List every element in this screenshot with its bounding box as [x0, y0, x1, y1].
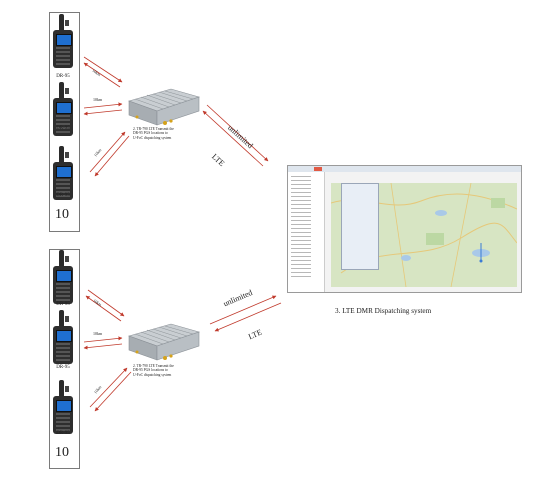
link-arrow: [214, 302, 282, 332]
link-arrow: [87, 289, 125, 317]
screenshot-sidebar: [288, 172, 325, 292]
group-count: 10: [55, 445, 69, 460]
link-arrow: [83, 62, 121, 88]
radio-icon: [52, 146, 74, 202]
gateway-caption-line: U-FoC dispatching system: [133, 135, 172, 140]
link-arrow: [94, 371, 132, 412]
link-arrow: [83, 102, 123, 109]
radio-label: DR-95: [56, 126, 70, 131]
gateway-caption-line: 2. TR-790 LTE Transmit the: [133, 127, 174, 131]
gateway-device-icon: [128, 323, 201, 361]
gateway-device-icon: [128, 88, 201, 126]
gateway-caption-line: 2. TR-790 LTE Transmit the: [133, 364, 174, 368]
radio-label: DR-95: [56, 431, 70, 436]
radio-label: DR-95: [56, 365, 70, 370]
radio-icon: [52, 250, 74, 306]
gateway-caption: 2. TR-790 LTE Transmit the DR-95 PGS loc…: [133, 127, 174, 140]
link-arrow: [83, 56, 123, 83]
radio-icon: [52, 380, 74, 436]
screenshot-titlebar: [288, 166, 521, 172]
radio-icon: [52, 310, 74, 366]
link-arrow: [89, 367, 128, 408]
gateway-caption-line: DR-95 PGS locations to: [133, 368, 168, 373]
gateway-caption-line: U-FoC dispatching system: [133, 372, 172, 377]
link-arrow: [206, 104, 269, 162]
radio-icon: [52, 82, 74, 138]
link-arrow: [83, 343, 123, 350]
radio-label: DR-95: [56, 302, 70, 307]
link-arrow: [89, 131, 126, 173]
distance-label: 10km: [93, 97, 103, 102]
group-count: 10: [55, 207, 69, 222]
screenshot-dialog: [341, 183, 379, 270]
screenshot-close-marker: [314, 167, 322, 171]
distance-label: 10km: [93, 331, 103, 336]
link-arrow: [83, 336, 123, 343]
link-arrow: [94, 135, 130, 177]
link-arrow: [83, 109, 123, 116]
radio-icon: [52, 14, 74, 70]
link-arrow: [85, 295, 122, 322]
radio-label: DR-95: [56, 193, 70, 198]
dispatch-caption: 3. LTE DMR Dispatching system: [335, 307, 432, 315]
link-arrow: [209, 295, 277, 325]
gateway-caption-line: DR-95 PGS locations to: [133, 131, 168, 136]
gateway-caption: 2. TR-790 LTE Transmit the DR-95 PGS loc…: [133, 364, 174, 377]
dispatch-system-screenshot: [287, 165, 522, 293]
radio-label: DR-95: [56, 74, 70, 79]
link-arrow: [202, 110, 264, 167]
